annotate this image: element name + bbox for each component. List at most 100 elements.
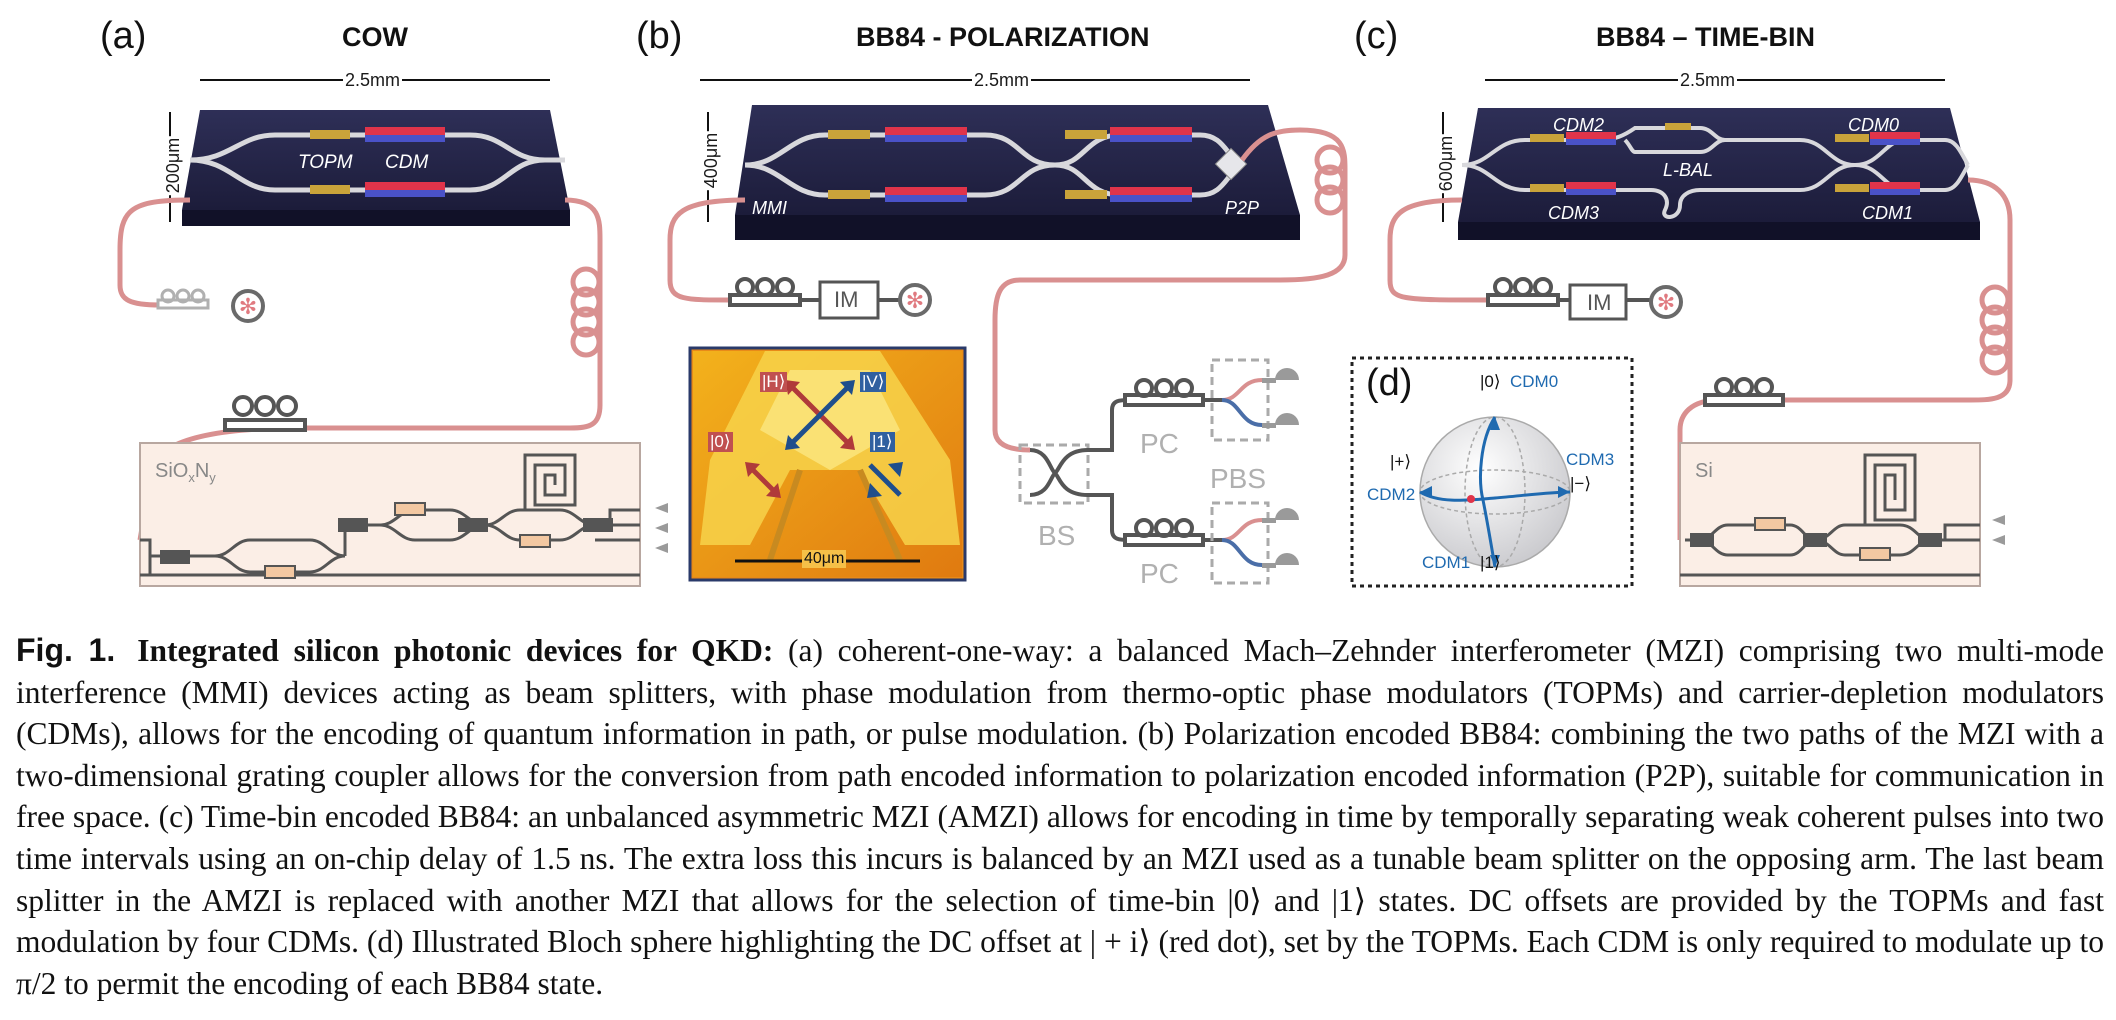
panel-d [1350, 356, 1634, 588]
bloch-left-cdm: CDM2 [1367, 485, 1416, 504]
bloch-right-cdm: CDM3 [1566, 450, 1615, 469]
cdm-red [885, 187, 967, 195]
panel-a: ✻ [117, 79, 668, 587]
plus-i-dot [1467, 495, 1475, 503]
cdm0-label: CDM0 [1848, 115, 1900, 135]
panel-b-title: BB84 - POLARIZATION [856, 22, 1150, 52]
topm-heater [1065, 190, 1107, 199]
bloch-top-state: |0⟩ [1480, 372, 1501, 391]
arrow-head-icon [1490, 555, 1500, 567]
panel-b-label: (b) [636, 15, 683, 57]
intensity-modulator-box [1568, 283, 1628, 321]
mmi-block [583, 518, 613, 532]
topm-heater [1065, 130, 1107, 139]
cdm-blue [365, 135, 445, 142]
cdm-blue [1870, 139, 1920, 145]
state-0-label: |0⟩ [708, 432, 733, 452]
heater-block [1754, 517, 1786, 531]
panel-c-height: 600μm [1436, 133, 1458, 194]
heater-block [394, 502, 426, 516]
chip-b-side [735, 215, 1300, 240]
pbs-box [1210, 358, 1270, 442]
receiver-chip-a [139, 442, 641, 587]
polarization-controller-icon [1486, 277, 1560, 307]
state-h-label: |H⟩ [760, 372, 788, 392]
panel-c-label: (c) [1354, 15, 1399, 57]
topm-heater [310, 185, 350, 194]
micrograph-inset [688, 346, 967, 582]
cdm-red [1870, 182, 1920, 189]
figure-caption: Fig. 1. Integrated silicon photonic devic… [16, 630, 2104, 1004]
cdm-red [1870, 132, 1920, 139]
panel-c-scale: 2.5mm [1678, 70, 1738, 91]
panel-d-label: (d) [1366, 362, 1413, 404]
panel-b: ✻ [667, 79, 1348, 585]
micrograph-scale: 40μm [802, 550, 847, 568]
material-label-c: Si [1695, 460, 1713, 482]
bs-label: BS [1038, 520, 1076, 551]
heater-block [264, 565, 296, 579]
mmi-block [1918, 533, 1942, 547]
grating-coupler-icon [1214, 147, 1248, 181]
laser-icon [1649, 285, 1683, 319]
laser-star-icon: ✻ [239, 295, 257, 320]
material-label-a: SiOxNy [155, 460, 216, 485]
cdm-blue [1110, 135, 1192, 142]
p2p-label: P2P [1225, 198, 1260, 218]
topm-label: TOPM [298, 152, 353, 173]
cdm-label: CDM [385, 152, 429, 173]
topm-heater [1530, 134, 1564, 142]
panel-a-height: 200μm [163, 135, 185, 196]
cdm3-label: CDM3 [1548, 203, 1600, 223]
arrow-head-icon [1558, 486, 1570, 498]
equator-path [1419, 490, 1571, 502]
detector-icons [1992, 515, 2005, 545]
mmi-label: MMI [752, 198, 787, 218]
cdm-red [365, 127, 445, 135]
mmi-block [1690, 533, 1714, 547]
panel-a-scale: 2.5mm [343, 70, 403, 91]
laser-icon [231, 289, 265, 323]
panel-b-scale: 2.5mm [972, 70, 1032, 91]
panel-c: ✻ [1387, 79, 2013, 587]
heater-block [519, 534, 551, 548]
topm-heater [1665, 123, 1691, 130]
laser-icon [898, 283, 932, 317]
bloch-top-cdm: CDM0 [1510, 372, 1559, 391]
cdm-blue [1566, 189, 1616, 195]
caption-title: Integrated silicon photonic devices for … [137, 633, 774, 668]
topm-heater [1530, 184, 1564, 192]
laser-star-icon: ✻ [1657, 291, 1675, 316]
panel-b-height: 400μm [701, 130, 723, 191]
cdm-blue [885, 195, 967, 202]
heater-block [1859, 547, 1891, 561]
im-label: IM [834, 287, 859, 312]
chip-b [735, 105, 1300, 215]
laser-star-icon: ✻ [906, 289, 924, 314]
caption-fig-label: Fig. 1. [16, 632, 116, 668]
cdm-red [1110, 127, 1192, 135]
bloch-bottom-cdm: CDM1 [1422, 553, 1471, 572]
meridian-path [1479, 416, 1497, 568]
cdm-blue [885, 135, 967, 142]
state-v-label: |V⟩ [860, 372, 887, 392]
topm-heater [1835, 184, 1869, 192]
cdm-blue [1870, 189, 1920, 195]
bloch-bottom-state: |1⟩ [1480, 553, 1501, 572]
cdm-red [365, 182, 445, 190]
figure-1: ✻ [100, 15, 2013, 589]
cdm-blue [365, 190, 445, 197]
polarization-controller-icon [156, 288, 210, 310]
cdm1-label: CDM1 [1862, 203, 1914, 223]
waveguides-b [744, 132, 1237, 198]
mmi-block [458, 518, 488, 532]
state-1-label: |1⟩ [870, 432, 895, 452]
cdm2-label: CDM2 [1553, 115, 1605, 135]
detector-icons [655, 503, 668, 553]
pbs-outputs [1221, 378, 1263, 567]
panel-a-title: COW [342, 22, 408, 52]
chip-c-side [1458, 222, 1980, 240]
mmi-block [1803, 533, 1827, 547]
figure-graphics: ✻ [117, 79, 2013, 588]
beam-splitter-box [1018, 443, 1090, 505]
